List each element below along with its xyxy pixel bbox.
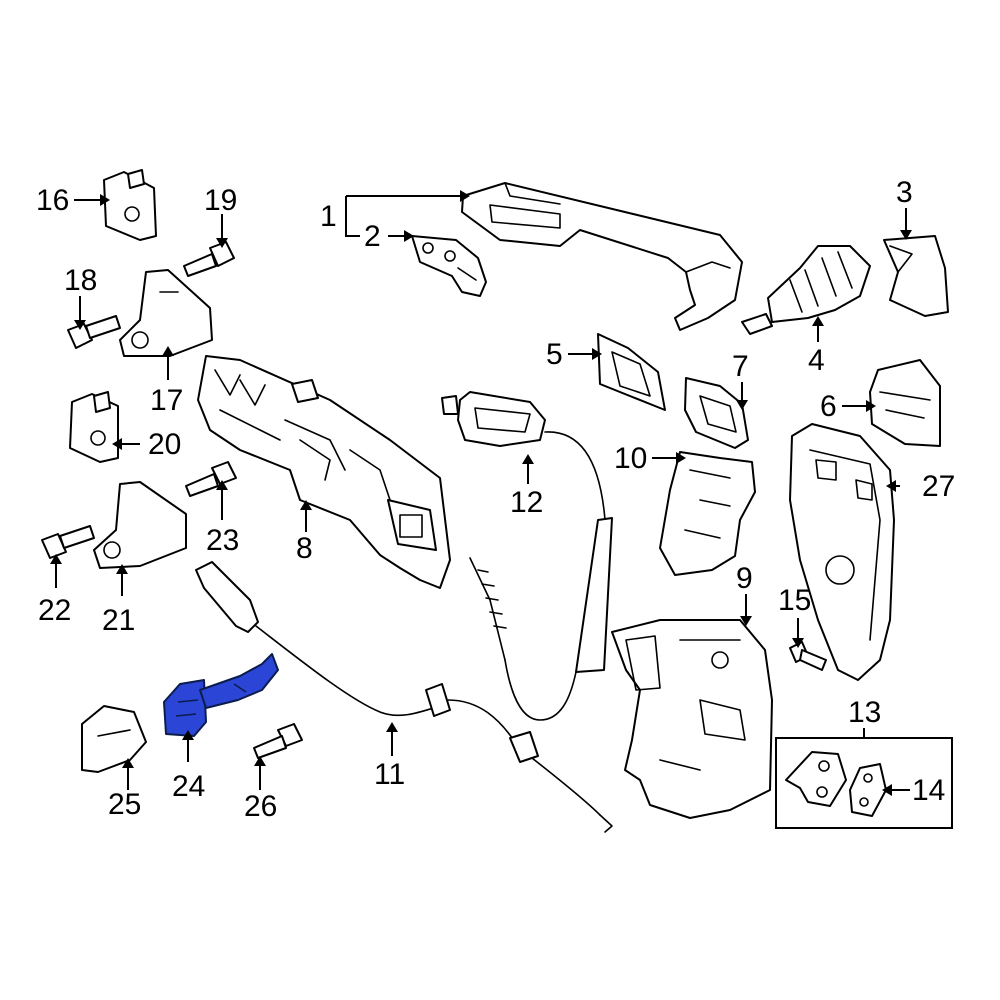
part-14-gasket[interactable] [849,763,887,817]
callout-12: 12 [510,486,543,519]
callout-21: 21 [102,604,135,637]
callout-6: 6 [820,390,837,423]
callout-19: 19 [204,184,237,217]
callout-5: 5 [546,338,563,371]
callout-17: 17 [150,384,183,417]
callout-22: 22 [38,594,71,627]
callout-27: 27 [922,470,955,503]
callout-25: 25 [108,788,141,821]
door-check-body [163,679,207,737]
part-15-screw[interactable] [789,641,827,671]
part-19-bolt[interactable] [183,241,235,277]
part-25-bracket[interactable] [81,705,147,773]
callout-14: 14 [912,774,945,807]
part-24-door-check-highlighted[interactable] [163,653,279,737]
callout-labels: 1 2 3 4 5 6 7 8 9 10 11 12 13 14 15 16 1… [36,176,955,823]
callout-4: 4 [808,344,825,377]
callout-8: 8 [296,532,313,565]
part-5-gasket[interactable] [597,333,666,411]
callout-7: 7 [732,350,749,383]
part-11-cable[interactable] [195,561,613,833]
part-6-cover[interactable] [869,359,941,447]
callout-15: 15 [778,584,811,617]
callout-18: 18 [64,264,97,297]
part-7-gasket[interactable] [684,377,749,449]
part-1-outside-handle[interactable] [461,182,743,331]
callout-16: 16 [36,184,69,217]
leader-lines [55,195,910,791]
door-check-arm [199,653,279,709]
part-12-inside-handle[interactable] [441,391,613,721]
callout-26: 26 [244,790,277,823]
part-27-inner-panel[interactable] [789,423,895,681]
callout-20: 20 [148,428,181,461]
callout-3: 3 [896,176,913,209]
callout-2: 2 [364,220,381,253]
callout-23: 23 [206,524,239,557]
callout-24: 24 [172,770,205,803]
part-23-bolt[interactable] [185,461,237,497]
part-2-handle-gasket[interactable] [411,235,487,297]
part-4-lock-cylinder[interactable] [741,245,871,335]
part-21-hinge[interactable] [93,481,187,569]
callout-9: 9 [736,562,753,595]
part-16-bracket[interactable] [103,169,157,241]
part-3-handle-cap[interactable] [883,235,949,317]
part-8-handle-carrier[interactable] [197,355,451,589]
arrowheads [50,190,912,796]
part-9-latch[interactable] [611,619,773,819]
part-20-bracket[interactable] [69,391,119,463]
part-26-bolt[interactable] [253,723,303,759]
callout-11: 11 [374,758,405,791]
callout-1: 1 [320,200,337,233]
callout-10: 10 [614,442,647,475]
part-22-bolt[interactable] [41,525,95,559]
callout-13: 13 [848,696,881,729]
part-10-latch-cover[interactable] [659,451,756,576]
part-18-bolt[interactable] [67,315,121,349]
part-17-hinge[interactable] [119,269,213,357]
